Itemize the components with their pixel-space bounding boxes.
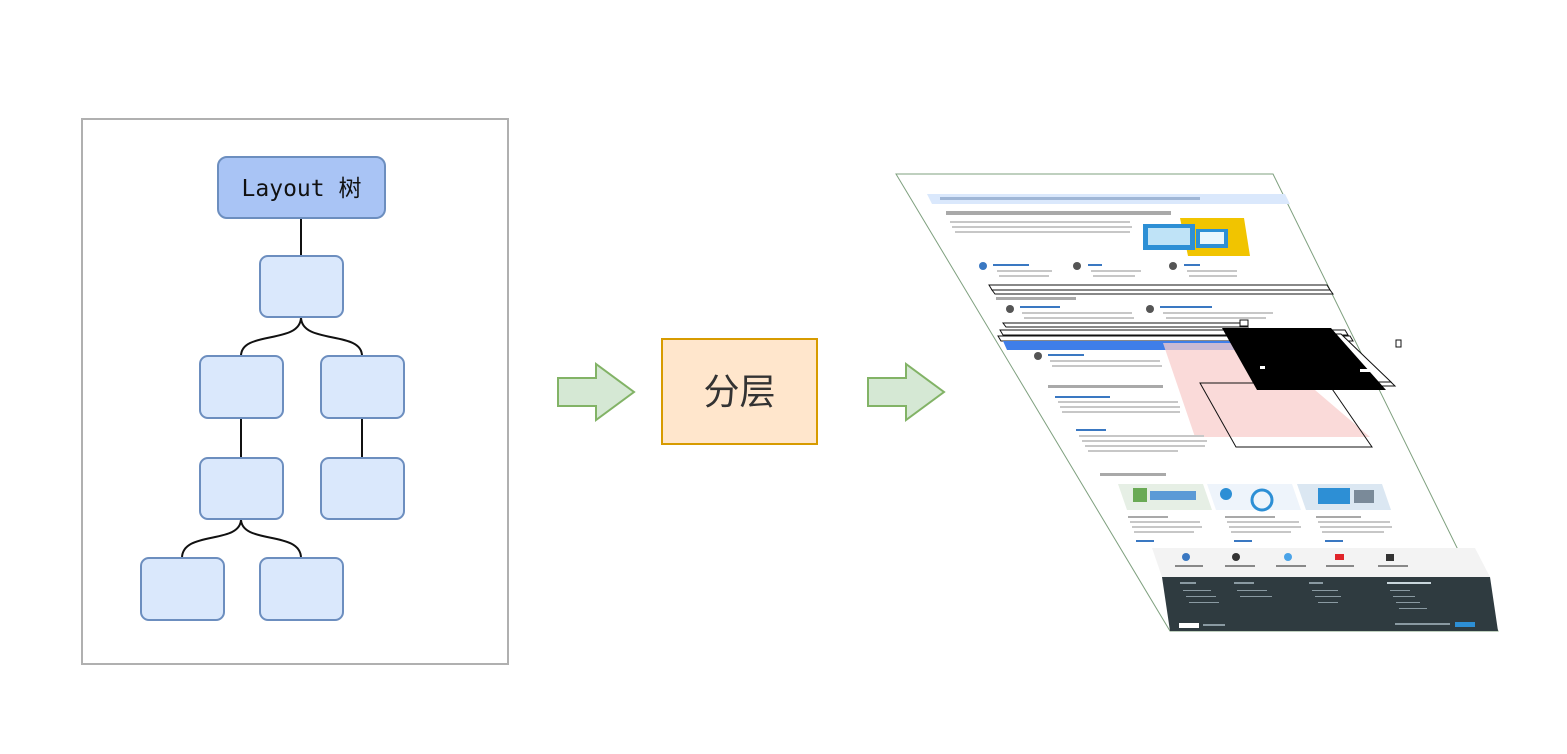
social-icon-2 [1232,553,1240,561]
process-label: 分层 [703,372,775,413]
connector-l3left-to-l4-left [181,518,242,559]
cards-row [1118,484,1391,512]
mid-items [1034,352,1207,452]
small-square-1 [1239,319,1249,327]
feature-icon-1 [979,262,987,270]
feature-icon-2 [1073,262,1081,270]
section-title-line [996,297,1076,300]
tree-connectors [181,218,363,559]
feature-icon-3 [1169,262,1177,270]
layout-tree-panel: Layout 树 [81,118,509,665]
tree-node-l3-right [320,457,405,520]
header-text-line [940,197,1200,200]
cards-text [1128,516,1392,542]
feature-row [979,262,1237,277]
hero-title-line [946,211,1171,215]
connector-l3left-to-l4-right [240,518,302,559]
hero-text-lines [950,221,1132,233]
tree-node-l4-left [140,557,225,621]
social-icon-1 [1182,553,1190,561]
small-square-2 [1395,339,1402,348]
layered-page-illustration [895,173,1499,632]
section-items [1006,305,1273,319]
tree-node-l4-right [259,557,344,621]
social-icon-3 [1284,553,1292,561]
black-video-layer [1222,328,1397,390]
tree-node-l2-left [199,355,284,419]
footer-button-2 [1455,622,1475,627]
connector-l1-to-l2-right [300,316,363,357]
cards-title-line [1100,473,1166,476]
tree-node-l2-right [320,355,405,419]
layer-strips [988,284,1334,295]
social-row [1152,548,1490,577]
block-arrow-right-icon [557,362,636,422]
tree-child-nodes [140,255,405,621]
block-arrow-right-icon [867,362,946,422]
footer-button-1 [1179,623,1199,628]
tree-node-l3-left [199,457,284,520]
tree-node-l1 [259,255,344,318]
layering-process-box: 分层 [661,338,818,445]
tree-root-label: Layout 树 [242,176,362,202]
tree-root-node: Layout 树 [217,156,386,219]
page-footer [1162,577,1498,631]
social-icon-4 [1335,554,1344,560]
social-icon-5 [1386,554,1394,561]
hero-image [1143,218,1250,256]
connector-l1-to-l2-left [240,316,302,357]
